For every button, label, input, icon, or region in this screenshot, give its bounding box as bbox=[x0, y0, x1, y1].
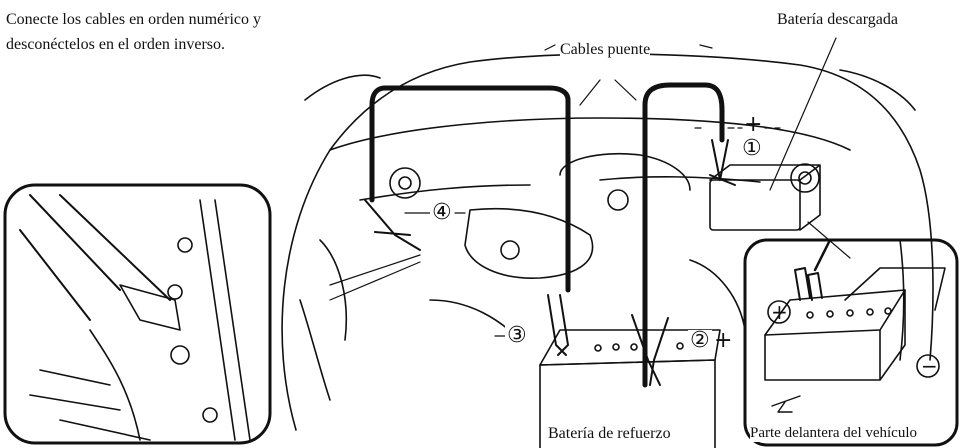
clamp-4 bbox=[364, 199, 421, 251]
detail-inset-right bbox=[743, 238, 959, 447]
plus-sign-booster: + bbox=[714, 328, 733, 353]
hood-edge bbox=[304, 69, 916, 111]
hood-outline bbox=[281, 53, 934, 431]
step-4-marker: ④ bbox=[430, 200, 454, 225]
cable-negative bbox=[369, 85, 571, 293]
label-jumper-cables: Cables puente bbox=[560, 40, 651, 59]
detail-inset-left bbox=[3, 183, 272, 445]
front-arrow-icon bbox=[771, 395, 801, 413]
step-2-marker: ② bbox=[688, 328, 712, 353]
clamp-3 bbox=[547, 294, 569, 356]
label-booster-battery: Batería de refuerzo bbox=[548, 424, 671, 443]
label-vehicle-front: Parte delantera del vehículo bbox=[750, 425, 918, 442]
instruction-line-2: desconéctelos en el orden inverso. bbox=[6, 35, 226, 54]
step-3-marker: ③ bbox=[505, 323, 529, 348]
cable-positive bbox=[642, 82, 725, 388]
plus-sign-inset: + bbox=[771, 300, 788, 324]
minus-sign-inset: − bbox=[921, 354, 938, 378]
step-1-marker: ① bbox=[740, 136, 764, 161]
clamp-1 bbox=[709, 139, 736, 186]
label-dead-battery: Batería descargada bbox=[777, 10, 898, 29]
clamp-2 bbox=[631, 314, 669, 386]
instruction-line-1: Conecte los cables en orden numérico y bbox=[6, 10, 262, 29]
dead-battery-outline bbox=[709, 179, 801, 231]
plus-sign-dead-battery: + bbox=[744, 112, 763, 137]
